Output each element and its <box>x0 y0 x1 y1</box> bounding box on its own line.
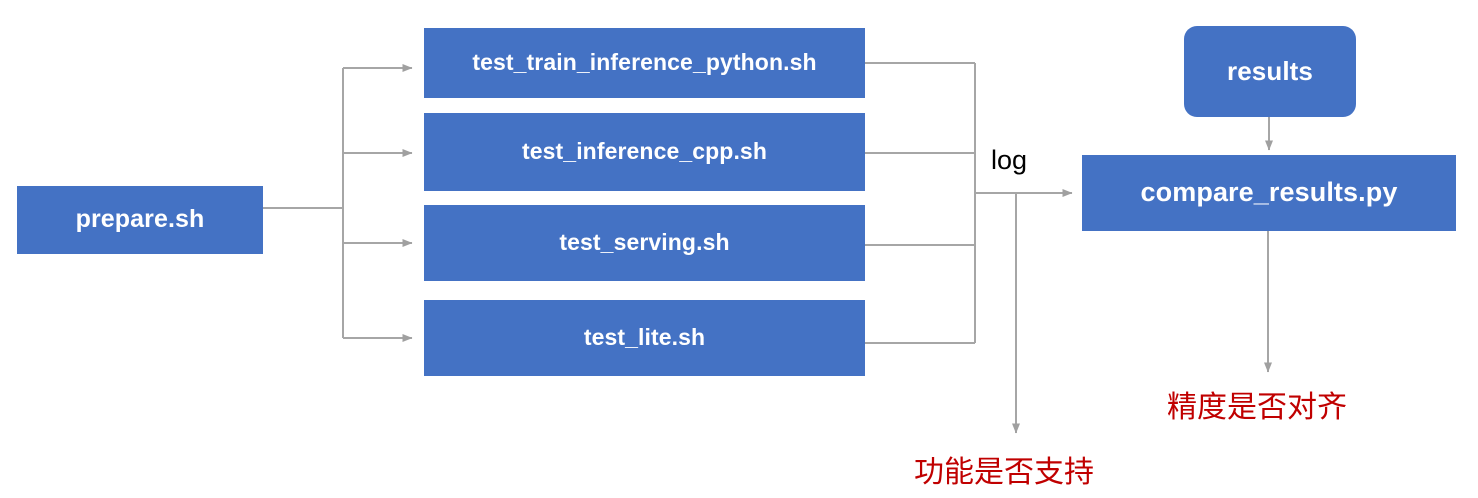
node-results[interactable]: results <box>1184 26 1356 117</box>
annotation-precision-alignment: 精度是否对齐 <box>1167 390 1347 425</box>
node-test-serving-sh[interactable]: test_serving.sh <box>424 205 865 281</box>
node-prepare-sh[interactable]: prepare.sh <box>17 186 263 254</box>
node-test-lite-sh[interactable]: test_lite.sh <box>424 300 865 376</box>
node-test-train-inference-python-sh[interactable]: test_train_inference_python.sh <box>424 28 865 98</box>
node-test-inference-cpp-sh[interactable]: test_inference_cpp.sh <box>424 113 865 191</box>
annotation-function-support: 功能是否支持 <box>914 455 1094 490</box>
node-compare-results-py[interactable]: compare_results.py <box>1082 155 1456 231</box>
edge-label-log: log <box>991 145 1028 175</box>
